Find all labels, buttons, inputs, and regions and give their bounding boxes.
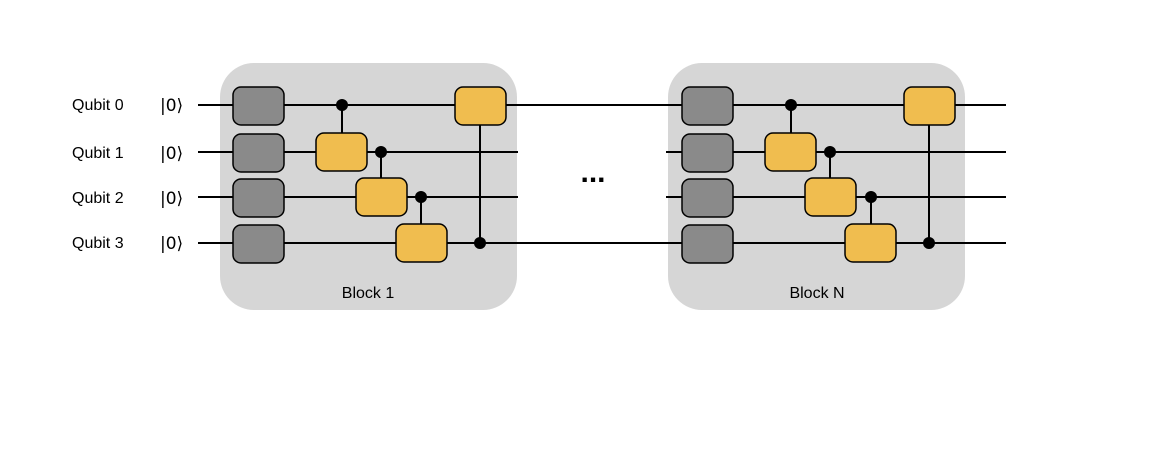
- qubit-3-label: Qubit 3: [72, 235, 124, 252]
- controlled-gate: [764, 132, 817, 172]
- single-qubit-gate: [681, 178, 734, 218]
- control-dot: [824, 146, 836, 158]
- single-qubit-gate: [232, 133, 285, 173]
- control-dot: [474, 237, 486, 249]
- block-1-label: Block 1: [342, 285, 395, 302]
- block-n: Block N: [681, 86, 956, 302]
- block-n-control-dots: [785, 99, 935, 249]
- qubit-0-initial-state: |0⟩: [160, 96, 183, 116]
- controlled-gate: [804, 177, 857, 217]
- control-dot: [785, 99, 797, 111]
- qubit-2-initial-state: |0⟩: [160, 189, 183, 209]
- qubit-2-label: Qubit 2: [72, 190, 124, 207]
- qubit-1-initial-state: |0⟩: [160, 144, 183, 164]
- block-1-control-dots: [336, 99, 486, 249]
- controlled-gate: [395, 223, 448, 263]
- block-n-label: Block N: [789, 285, 844, 302]
- controlled-gate: [454, 86, 507, 126]
- single-qubit-gate: [232, 224, 285, 264]
- block-1: Block 1: [232, 86, 507, 302]
- control-dot: [375, 146, 387, 158]
- control-dot: [923, 237, 935, 249]
- qubit-1-label: Qubit 1: [72, 145, 124, 162]
- single-qubit-gate: [681, 224, 734, 264]
- control-dot: [865, 191, 877, 203]
- single-qubit-gate: [681, 86, 734, 126]
- block-n-single-gates: [681, 86, 734, 264]
- controlled-gate: [903, 86, 956, 126]
- control-dot: [415, 191, 427, 203]
- single-qubit-gate: [232, 86, 285, 126]
- block-1-entangling-gates: [315, 86, 507, 263]
- controlled-gate: [844, 223, 897, 263]
- qubit-3-initial-state: |0⟩: [160, 234, 183, 254]
- controlled-gate: [315, 132, 368, 172]
- ellipsis-gap: [518, 140, 666, 210]
- controlled-gate: [355, 177, 408, 217]
- block-n-entangling-gates: [764, 86, 956, 263]
- qubit-0-label: Qubit 0: [72, 97, 124, 114]
- ellipsis: ...: [580, 156, 605, 189]
- single-qubit-gate: [681, 133, 734, 173]
- block-1-single-gates: [232, 86, 285, 264]
- control-dot: [336, 99, 348, 111]
- single-qubit-gate: [232, 178, 285, 218]
